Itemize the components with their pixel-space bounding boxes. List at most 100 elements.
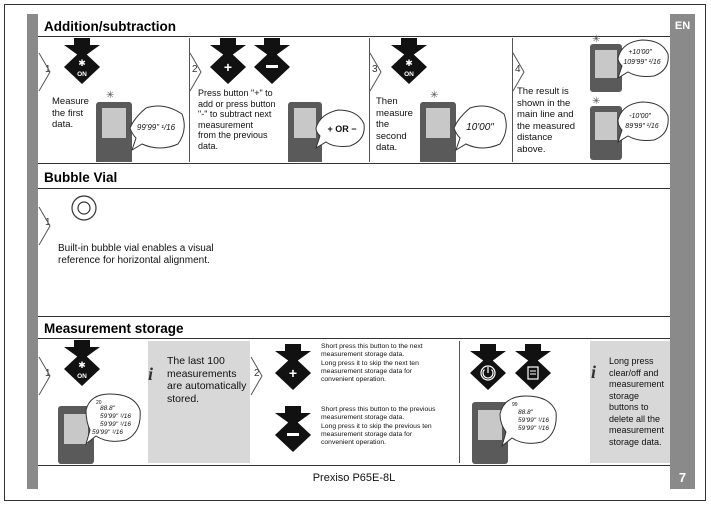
step-number: 1 [45, 368, 51, 379]
svg-text:+: + [289, 365, 297, 381]
step2-text: Press button "+" to add or press button … [198, 88, 276, 151]
on-button-icon: ✱ ON [391, 38, 427, 84]
step-chevron-icon [38, 52, 51, 92]
step-chevron-icon [369, 52, 382, 92]
on-button-label: ON [404, 71, 414, 78]
text-line: measurement storage data. [321, 414, 405, 422]
text-line: measurement storage data for [321, 430, 413, 438]
device-illustration: ✳ 99'99" ¹/16 [96, 90, 185, 162]
minus-button-icon [275, 406, 311, 452]
step-number: 2 [254, 368, 260, 379]
step-chevron-icon [38, 356, 51, 396]
text-line: the measured [517, 120, 576, 132]
text-line: Short press this button to the previous [321, 406, 436, 413]
text-line: Long press it to skip the previous ten [321, 422, 432, 430]
lcd-readout-line: 59'99" ¹/16 [100, 421, 131, 428]
lcd-readout-line: -10'00" [629, 113, 651, 120]
bubble-vial-icon [71, 195, 97, 221]
device-illustration: 20 88.8" 59'99" ¹/16 59'99" ¹/16 59'99" … [58, 393, 141, 464]
lcd-readout-line: 99 [512, 402, 518, 408]
page-number: 7 [678, 470, 687, 485]
svg-text:✳: ✳ [106, 90, 114, 101]
text-line: delete all the [609, 413, 661, 424]
svg-text:✳: ✳ [592, 96, 600, 107]
text-line: measurement [198, 119, 254, 130]
lcd-readout-line: 59'99" ¹/16 [92, 429, 123, 436]
lcd-readout-line: 59'99" ¹/16 [518, 417, 549, 424]
text-line: stored. [167, 392, 200, 405]
text-line: Measure [52, 96, 89, 107]
text-line: second [376, 130, 407, 142]
section-title-bubble: Bubble Vial [44, 170, 118, 185]
text-line: distance [517, 132, 553, 143]
text-line: Built-in bubble vial enables a visual [58, 243, 214, 254]
svg-text:+: + [224, 59, 232, 75]
step-number: 1 [45, 64, 51, 75]
text-line: Long press [609, 356, 654, 366]
info-text: The last 100 measurements are automatica… [167, 355, 246, 405]
on-button-icon: ✱ ON [64, 340, 100, 386]
text-line: Press button "+" to [198, 88, 273, 98]
plus-or-minus-label: + OR − [327, 124, 356, 134]
lcd-readout-line: 109'99" ¹/16 [623, 59, 660, 66]
section-divider [38, 338, 670, 339]
text-line: measurement storage data. [321, 351, 405, 359]
footer-divider [38, 465, 670, 466]
section-divider [38, 316, 670, 317]
step-number: 4 [515, 64, 521, 75]
on-button-icon: ✱ ON [64, 38, 100, 84]
power-button-icon [470, 344, 506, 390]
text-line: convenient operation. [321, 376, 386, 384]
text-line: the first [52, 107, 84, 119]
step-chevron-icon [189, 52, 202, 92]
text-line: measurement [609, 425, 665, 435]
svg-text:✳: ✳ [592, 34, 600, 45]
step-number: 2 [192, 64, 198, 75]
lcd-readout-line: 89'99" ¹/16 [625, 123, 659, 130]
step3-text: Then measure the second data. [376, 96, 413, 154]
lcd-readout: 10'00" [466, 122, 494, 133]
section-divider [38, 188, 670, 189]
text-line: Long press it to skip the next ten [321, 359, 419, 367]
text-line: The result is [517, 86, 569, 97]
step4-text: The result is shown in the main line and… [517, 86, 575, 155]
svg-text:✱: ✱ [78, 360, 86, 370]
text-line: data. [198, 140, 219, 151]
info-box [148, 341, 250, 463]
text-line: storage data. [609, 436, 662, 447]
on-button-label: ON [77, 373, 87, 380]
language-label: EN [674, 20, 691, 32]
step-separator [369, 38, 370, 162]
svg-text:✱: ✱ [405, 58, 413, 68]
info-text: Long press clear/off and measurement sto… [609, 356, 664, 448]
on-button-label: ON [77, 71, 87, 78]
text-line: reference for horizontal alignment. [58, 255, 210, 266]
section-divider [38, 163, 670, 164]
text-line: measurement [609, 379, 665, 389]
text-line: "-" to subtract next [198, 109, 272, 119]
text-line: storage [609, 390, 640, 401]
step-separator [512, 38, 513, 162]
section-title-storage: Measurement storage [44, 321, 184, 336]
bubble-text: Built-in bubble vial enables a visual re… [58, 243, 214, 267]
device-illustration: 99 88.8" 59'99" ¹/16 59'99" ¹/16 [472, 395, 557, 464]
plus-button-icon: + [275, 344, 311, 390]
device-illustration-bottom: ✳ -10'00" 89'99" ¹/16 [590, 96, 669, 160]
text-line: are automatically [167, 380, 247, 392]
info-box [590, 341, 670, 463]
text-line: clear/off and [609, 367, 659, 378]
step1-text: Measure the first data. [52, 96, 89, 131]
device-illustration-top: ✳ +10'00" 109'99" ¹/16 [590, 34, 669, 92]
text-line: buttons to [609, 402, 649, 412]
left-strip [27, 14, 38, 489]
plus-button-icon: + [210, 38, 246, 84]
lcd-readout: 99'99" ¹/16 [137, 123, 176, 132]
info-icon: i [148, 364, 154, 384]
text-line: main line and [517, 109, 574, 120]
device-illustration: + OR − [288, 102, 365, 162]
step-chevron-icon [38, 206, 51, 246]
text-line: The last 100 [167, 355, 225, 367]
step-number: 3 [372, 64, 378, 75]
text-line: measure [376, 107, 413, 119]
minus-button-icon [254, 38, 290, 84]
